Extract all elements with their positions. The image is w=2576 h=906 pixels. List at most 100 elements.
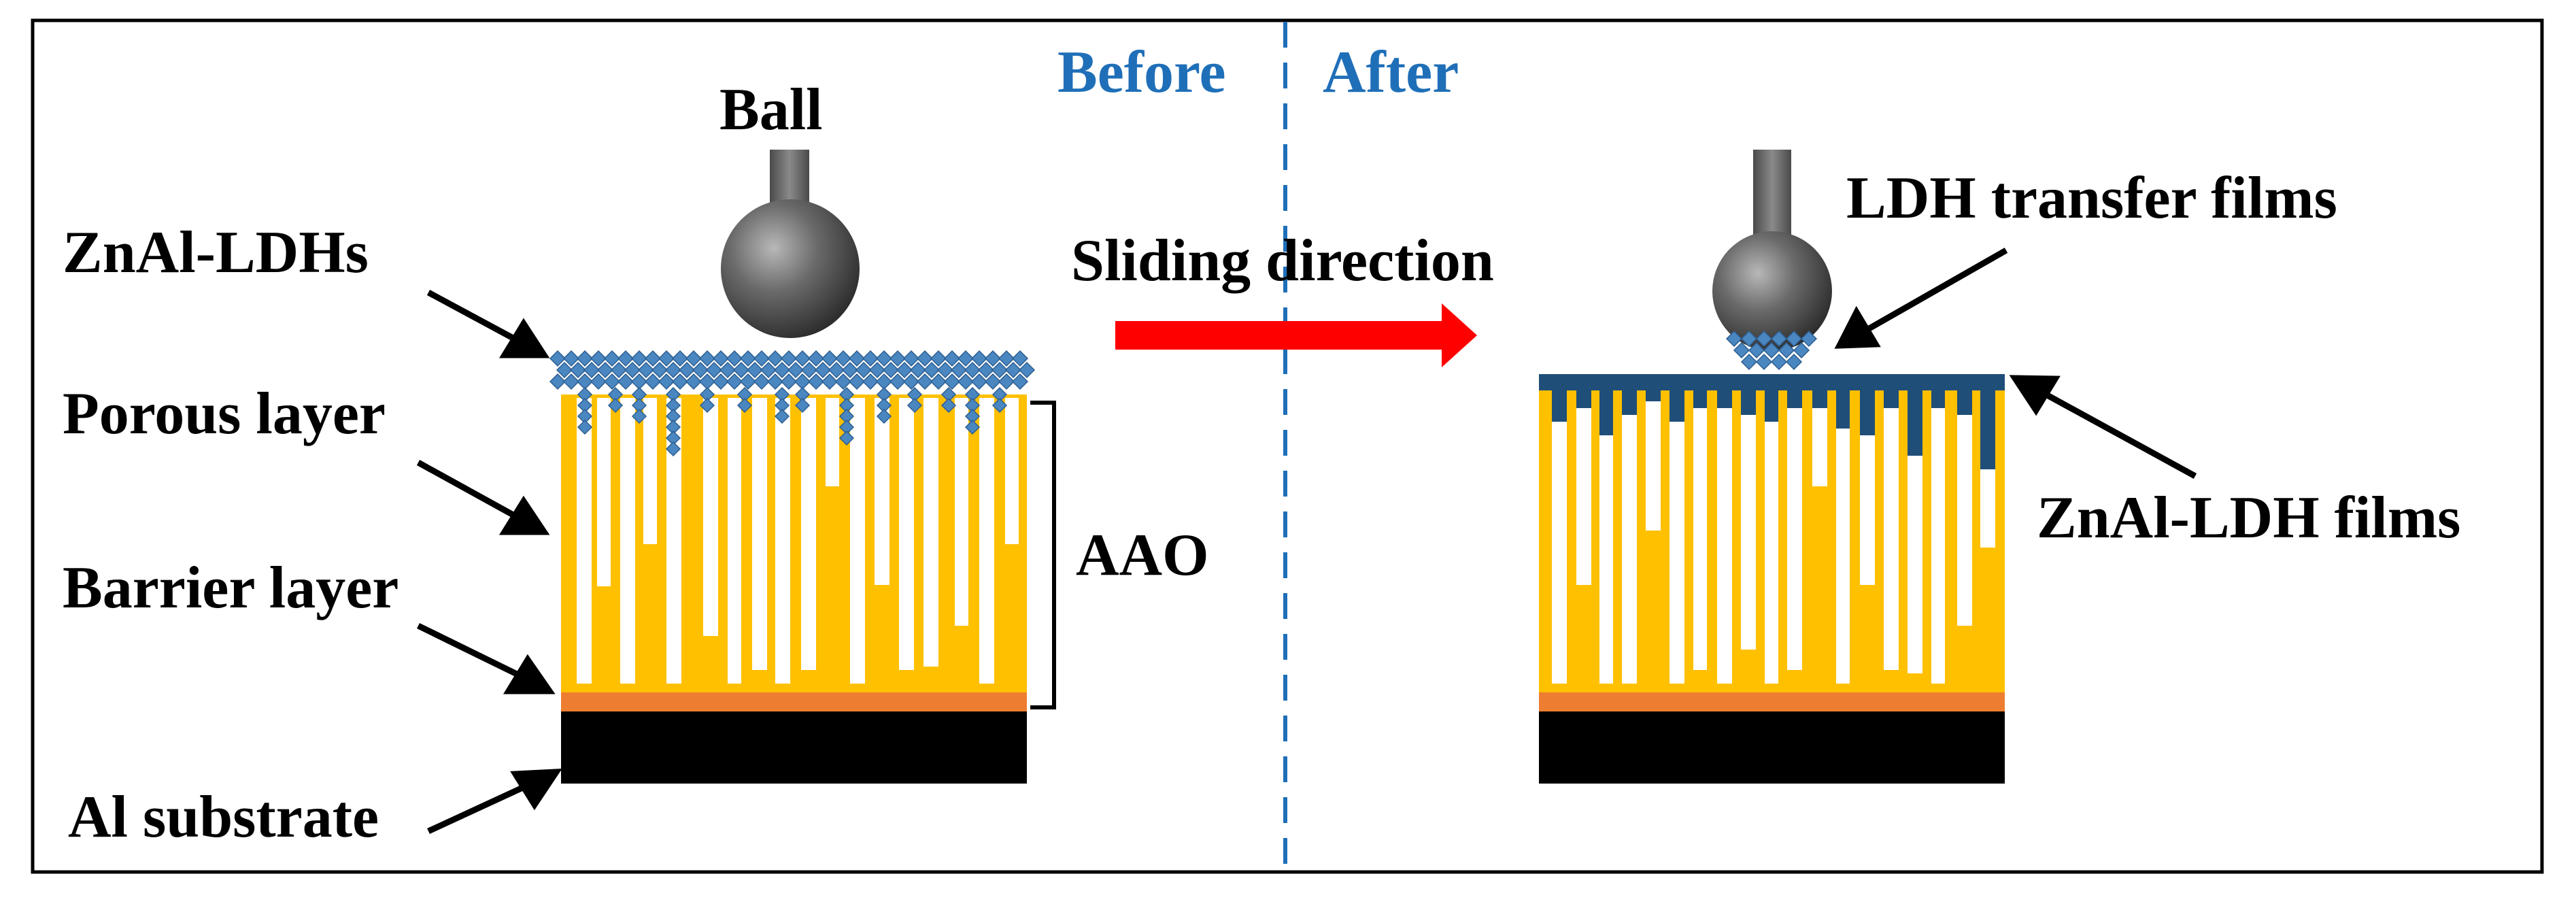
- ldh-crystal: [637, 361, 655, 379]
- ldh-crystal: [889, 373, 906, 390]
- ldh-transfer-film: [1725, 330, 1818, 371]
- ldh-crystal: [746, 361, 764, 379]
- ldh-crystal: [644, 350, 662, 367]
- pore: [1599, 390, 1613, 684]
- ldh-crystal: [699, 397, 715, 414]
- ldh-crystal: [651, 361, 668, 379]
- ldh-crystal: [848, 350, 866, 367]
- ldh-crystal: [766, 350, 784, 367]
- pore: [1836, 390, 1850, 684]
- porous-layer-label: Porous layer: [63, 381, 386, 447]
- pore: [1860, 390, 1875, 585]
- ldh-crystal: [624, 361, 641, 379]
- ldh-crystal: [787, 361, 804, 379]
- transfer-film-crystal: [1740, 330, 1758, 348]
- znal-ldhs-label: ZnAl-LDHs: [63, 220, 369, 286]
- ldh-crystal: [658, 350, 675, 367]
- ldh-crystal: [760, 361, 777, 379]
- ldh-filled-pore: [1765, 390, 1778, 422]
- ldh-crystal: [800, 361, 818, 379]
- ldh-crystal: [726, 373, 743, 390]
- ball-label: Ball: [719, 77, 823, 143]
- ldh-crystal: [896, 361, 913, 379]
- pore: [1741, 390, 1756, 650]
- ldh-crystal: [943, 373, 961, 390]
- pore: [1693, 390, 1707, 670]
- ldh-crystal: [773, 361, 791, 379]
- transfer-film-crystal: [1793, 341, 1810, 359]
- ldh-crystal: [930, 373, 947, 390]
- pore: [1552, 390, 1567, 684]
- ldh-crystal: [590, 373, 607, 390]
- pore: [1884, 390, 1899, 670]
- pore: [1812, 390, 1827, 486]
- ldh-crystal: [984, 373, 1002, 390]
- ldh-crystal: [838, 430, 855, 446]
- after-steel-ball-icon: [1712, 231, 1832, 351]
- ldh-crystal: [753, 373, 770, 390]
- ldh-crystal: [1011, 373, 1029, 390]
- pore: [703, 398, 718, 636]
- pore: [1908, 390, 1922, 673]
- ldh-crystal: [753, 350, 770, 367]
- ldh-crystal: [692, 361, 709, 379]
- pore: [1646, 390, 1661, 531]
- ldh-crystal: [766, 373, 784, 390]
- ldh-crystal: [889, 350, 906, 367]
- ldh-crystal: [902, 373, 920, 390]
- pore: [1957, 390, 1972, 626]
- ldh-filled-pore: [1741, 390, 1756, 415]
- ldh-crystal: [577, 419, 593, 435]
- ldh-filled-pore: [1599, 390, 1613, 435]
- transfer-film-crystal: [1733, 341, 1750, 359]
- ldh-crystal: [794, 397, 811, 414]
- transfer-film-crystal: [1785, 353, 1803, 371]
- ldh-crystal: [807, 350, 825, 367]
- znal-ldh-film: [1539, 374, 2005, 390]
- pore: [1931, 390, 1945, 684]
- ldh-crystal: [977, 361, 995, 379]
- ldh-filled-pore: [1693, 390, 1707, 408]
- ldh-crystal: [549, 350, 566, 367]
- ldh-crystal: [940, 397, 957, 414]
- ldh-crystal: [556, 361, 573, 379]
- ldh-crystal: [562, 350, 580, 367]
- right-arrow-icon: [1115, 303, 1477, 367]
- ldh-crystal: [617, 350, 634, 367]
- transfer-film-crystal: [1778, 341, 1795, 359]
- before-label: Before: [1057, 39, 1226, 105]
- ldh-crystal: [590, 350, 607, 367]
- after-pores: [1552, 390, 1995, 684]
- ldh-crystal: [774, 408, 790, 424]
- ldh-crystal: [882, 361, 900, 379]
- ldh-crystal: [848, 373, 866, 390]
- ldh-crystal: [739, 350, 757, 367]
- sliding-direction-label: Sliding direction: [1071, 228, 1494, 294]
- ldh-crystal: [685, 373, 702, 390]
- ldh-crystal: [630, 350, 648, 367]
- ldh-crystal: [923, 361, 940, 379]
- ldh-crystal: [562, 373, 580, 390]
- after-barrier-layer: [1539, 692, 2005, 711]
- ldh-crystal: [607, 397, 624, 414]
- ldh-crystal: [957, 373, 975, 390]
- ldh-crystal: [906, 397, 923, 414]
- ldh-filled-pore: [1931, 390, 1945, 408]
- ldh-crystal: [665, 441, 681, 457]
- ldh-crystal: [902, 350, 920, 367]
- ldh-crystal: [998, 373, 1015, 390]
- ldh-crystal: [943, 350, 961, 367]
- transfer-film-crystal: [1755, 330, 1773, 348]
- ldh-crystal: [814, 361, 832, 379]
- ldh-crystal: [726, 350, 743, 367]
- transfer-film-crystal: [1770, 353, 1788, 371]
- ldh-filled-pore: [1622, 390, 1637, 415]
- ldh-crystal: [875, 350, 893, 367]
- pore: [1576, 390, 1591, 585]
- ldh-transfer-films-label: LDH transfer films: [1846, 165, 2337, 231]
- ldh-crystal: [916, 350, 934, 367]
- ldh-crystal: [685, 350, 702, 367]
- ldh-crystal: [957, 350, 975, 367]
- pore: [1787, 390, 1802, 670]
- pore: [643, 398, 657, 544]
